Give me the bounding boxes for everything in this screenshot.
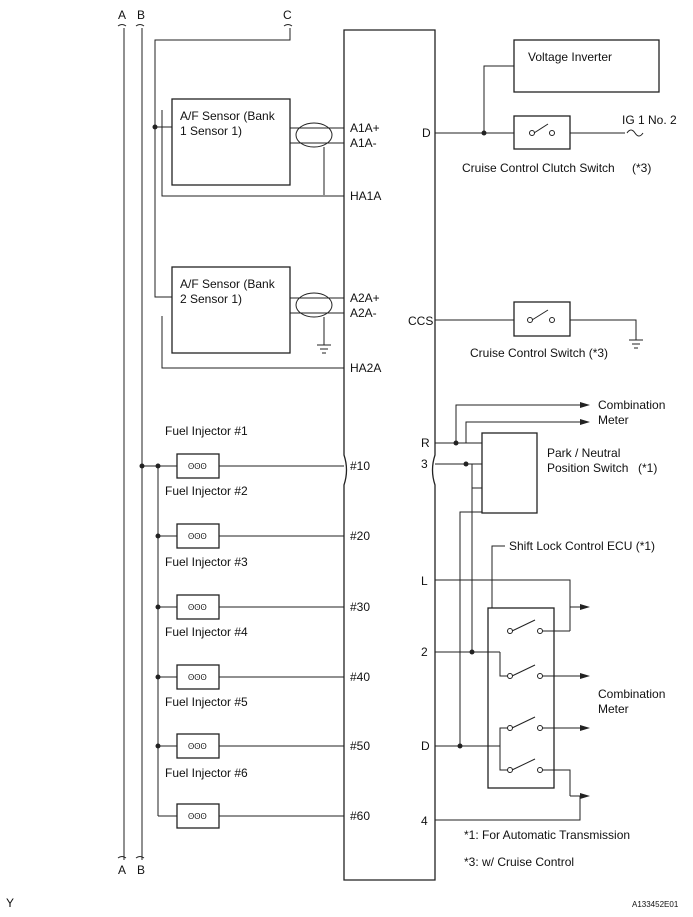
c-wire-bank2: [154, 127, 172, 298]
pin-50: #50: [350, 739, 370, 753]
pin-2: 2: [421, 645, 428, 659]
clutch-switch-label: Cruise Control Clutch Switch: [462, 161, 615, 175]
trunk-b-label-bottom: B: [137, 863, 145, 877]
pin-20: #20: [350, 529, 370, 543]
meter2-label-1: Combination: [598, 687, 665, 701]
bank1-label-line2: 1 Sensor 1): [180, 124, 242, 138]
arrow-2-icon: [580, 673, 590, 679]
pin-ha2a: HA2A: [350, 361, 381, 375]
voltage-inverter-box: [513, 39, 660, 93]
pin-10: #10: [350, 459, 370, 473]
pin-4: 4: [421, 814, 428, 828]
injector-5-label: Fuel Injector #5: [165, 695, 248, 709]
pin-60: #60: [350, 809, 370, 823]
af-sensor-bank2: A/F Sensor (Bank 2 Sensor 1) A2A+ A2A- H…: [171, 266, 381, 375]
arrow-meter-2-icon: [580, 419, 590, 425]
pin-a1a-pos: A1A+: [350, 121, 380, 135]
fuel-injectors: Fuel Injector #1 ʘʘʘ #10 Fuel Injector #…: [139, 424, 370, 829]
pin-l: L: [421, 574, 428, 588]
bank2-label-line1: A/F Sensor (Bank: [180, 277, 276, 291]
shift-switch-3-icon: [511, 716, 536, 729]
pin-30: #30: [350, 600, 370, 614]
cruise-switch-label: Cruise Control Switch (*3): [470, 346, 608, 360]
trunk-a-label-bottom: A: [118, 863, 126, 877]
combination-meter-label-1: Combination: [598, 398, 665, 412]
pin-a2a-pos: A2A+: [350, 291, 380, 305]
pns-label-2: Position Switch: [547, 461, 628, 475]
injector-2-label: Fuel Injector #2: [165, 484, 248, 498]
pin-a2a-neg: A2A-: [350, 306, 377, 320]
figure-id: A133452E01: [632, 900, 679, 909]
shift-lock-box: [487, 607, 555, 789]
svg-text:ʘʘʘ: ʘʘʘ: [188, 532, 207, 541]
clutch-switch-icon: [533, 123, 549, 134]
voltage-inverter-label: Voltage Inverter: [528, 50, 612, 64]
trunk-c-label: C: [283, 8, 292, 22]
shift-lock-section: Shift Lock Control ECU (*1) L 2 Combinat…: [421, 539, 665, 828]
meter2-label-2: Meter: [598, 702, 629, 716]
injector-6-label: Fuel Injector #6: [165, 766, 248, 780]
trunk-c-wire: [154, 28, 291, 127]
pin-40: #40: [350, 670, 370, 684]
pns-box: [481, 432, 538, 514]
pin-a1a-neg: A1A-: [350, 136, 377, 150]
pin-ha1a: HA1A: [350, 189, 381, 203]
pin-3: 3: [421, 457, 428, 471]
pin-d2: D: [421, 739, 430, 753]
pin-d: D: [422, 126, 431, 140]
injector-4-label: Fuel Injector #4: [165, 625, 248, 639]
bank2-label-line2: 2 Sensor 1): [180, 292, 242, 306]
fuse-icon: [626, 129, 644, 137]
heater-wire-1: [161, 110, 344, 197]
svg-text:ʘʘʘ: ʘʘʘ: [188, 812, 207, 821]
note-3: *3: w/ Cruise Control: [464, 855, 574, 869]
injector-1-coil-icon: [176, 453, 220, 479]
injector-1-label: Fuel Injector #1: [165, 424, 248, 438]
bank1-label-line1: A/F Sensor (Bank: [180, 109, 276, 123]
arrow-meter-1-icon: [580, 402, 590, 408]
arrow-4-icon: [580, 793, 590, 799]
pin-r: R: [421, 436, 430, 450]
shield-bank2-icon: [295, 292, 333, 318]
combination-meter-label-2: Meter: [598, 413, 629, 427]
svg-text:ʘʘʘ: ʘʘʘ: [188, 673, 207, 682]
shift-switch-4-icon: [511, 758, 536, 771]
injector-3-label: Fuel Injector #3: [165, 555, 248, 569]
shift-lock-label: Shift Lock Control ECU (*1): [509, 539, 655, 553]
cruise-clutch-section: Voltage Inverter D IG 1 No. 2 Cruise Con…: [422, 39, 677, 175]
ig-label: IG 1 No. 2: [622, 113, 677, 127]
trunk-b-label-top: B: [137, 8, 145, 22]
pin-ccs: CCS: [408, 314, 433, 328]
pns-note: (*1): [638, 461, 657, 475]
clutch-switch-box: [513, 115, 571, 150]
pns-label-1: Park / Neutral: [547, 446, 620, 460]
svg-text:ʘʘʘ: ʘʘʘ: [188, 742, 207, 751]
clutch-switch-note: (*3): [632, 161, 651, 175]
cruise-switch-icon: [531, 309, 549, 321]
svg-text:ʘʘʘ: ʘʘʘ: [188, 603, 207, 612]
pns-section: Combination Meter R 3 Park / Neutral Pos…: [421, 398, 665, 746]
ecm-block: [343, 29, 436, 881]
trunk-lines: A B C A B: [117, 8, 344, 877]
af-sensor-bank1: A/F Sensor (Bank 1 Sensor 1) A1A+ A1A- H…: [171, 98, 381, 203]
shield-bank1-icon: [295, 122, 333, 148]
trunk-a-label-top: A: [118, 8, 126, 22]
note-1: *1: For Automatic Transmission: [464, 828, 630, 842]
svg-text:ʘʘʘ: ʘʘʘ: [188, 462, 207, 471]
cruise-switch-box: [513, 301, 571, 337]
shift-switch-2-icon: [511, 664, 536, 677]
cruise-switch-section: CCS Cruise Control Switch (*3): [408, 301, 643, 360]
arrow-3-icon: [580, 725, 590, 731]
heater-wire-2: [161, 316, 344, 369]
corner-mark: Y: [6, 896, 14, 910]
arrow-l-icon: [580, 604, 590, 610]
shift-switch-1-icon: [511, 619, 536, 632]
